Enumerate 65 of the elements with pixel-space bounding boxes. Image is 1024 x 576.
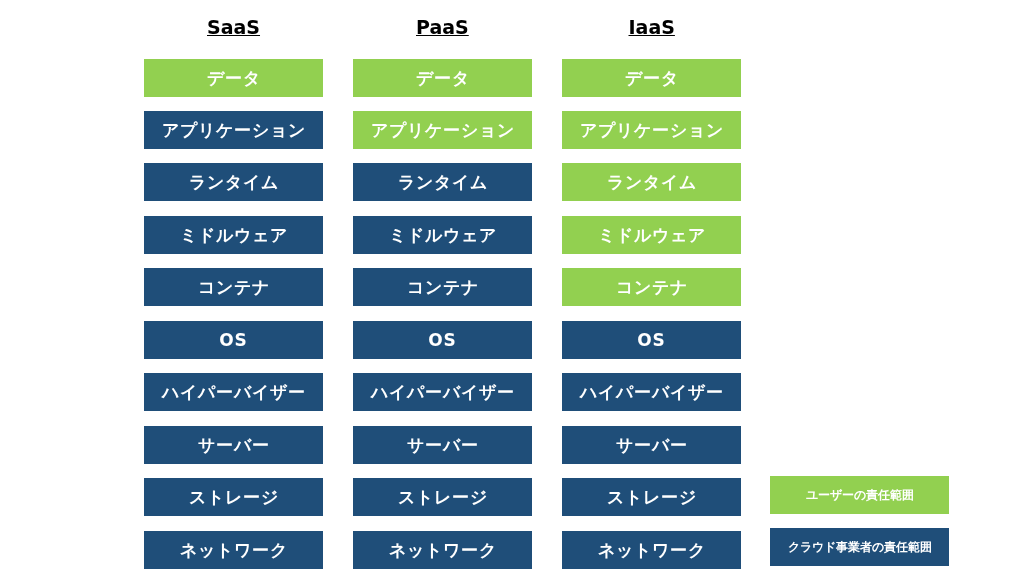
layer-box: [144, 531, 323, 569]
layer-label: アプリケーション: [370, 118, 515, 142]
layer-label: サーバー: [197, 433, 270, 457]
layer-box: [353, 531, 532, 569]
layer-label: ハイパーバイザー: [370, 380, 515, 404]
layer-label: アプリケーション: [161, 118, 306, 142]
layer-box: [353, 216, 532, 254]
layer-label: ストレージ: [397, 485, 488, 509]
layer-box: [562, 216, 741, 254]
layer-box: [353, 321, 532, 359]
layer-label: ランタイム: [606, 170, 697, 194]
layer-label: データ: [206, 66, 261, 90]
layer-label: ミドルウェア: [597, 223, 706, 247]
layer-box: [353, 59, 532, 97]
layer-label: ハイパーバイザー: [579, 380, 724, 404]
layer-label: ミドルウェア: [179, 223, 288, 247]
layer-label: ストレージ: [188, 485, 279, 509]
layer-box: [562, 321, 741, 359]
layer-box: [562, 373, 741, 411]
layer-box: [353, 268, 532, 306]
layer-box: [562, 59, 741, 97]
layer-box: [353, 478, 532, 516]
layer-box: [144, 268, 323, 306]
layer-box: [562, 426, 741, 464]
layer-box: [562, 268, 741, 306]
layer-label: ストレージ: [606, 485, 697, 509]
layer-label: OS: [428, 330, 457, 350]
layer-label: アプリケーション: [579, 118, 724, 142]
layer-box: [562, 111, 741, 149]
layer-label: ランタイム: [188, 170, 279, 194]
layer-label: データ: [415, 66, 470, 90]
column-heading: IaaS: [628, 16, 675, 38]
layer-box: [353, 111, 532, 149]
layer-box: [144, 478, 323, 516]
layer-box: [562, 531, 741, 569]
layer-label: ネットワーク: [388, 538, 497, 562]
layer-label: コンテナ: [197, 275, 270, 299]
layer-box: [144, 321, 323, 359]
layer-label: OS: [637, 330, 666, 350]
layer-label: ランタイム: [397, 170, 488, 194]
layer-box: [144, 163, 323, 201]
layer-box: [144, 111, 323, 149]
layer-label: ハイパーバイザー: [161, 380, 306, 404]
legend-label: ユーザーの責任範囲: [805, 486, 914, 504]
legend-label: クラウド事業者の責任範囲: [787, 538, 932, 556]
layer-label: ネットワーク: [597, 538, 706, 562]
layer-label: OS: [219, 330, 248, 350]
layer-label: サーバー: [406, 433, 479, 457]
layer-label: データ: [624, 66, 679, 90]
layer-box: [144, 426, 323, 464]
layer-box: [562, 478, 741, 516]
layer-box: [144, 373, 323, 411]
layer-label: コンテナ: [615, 275, 688, 299]
layer-label: ミドルウェア: [388, 223, 497, 247]
layer-label: コンテナ: [406, 275, 479, 299]
layer-label: サーバー: [615, 433, 688, 457]
layer-box: [353, 163, 532, 201]
layer-box: [144, 59, 323, 97]
column-heading: SaaS: [207, 16, 260, 38]
layer-box: [353, 426, 532, 464]
layer-box: [144, 216, 323, 254]
layer-box: [353, 373, 532, 411]
layer-label: ネットワーク: [179, 538, 288, 562]
column-heading: PaaS: [416, 16, 469, 38]
layer-box: [562, 163, 741, 201]
